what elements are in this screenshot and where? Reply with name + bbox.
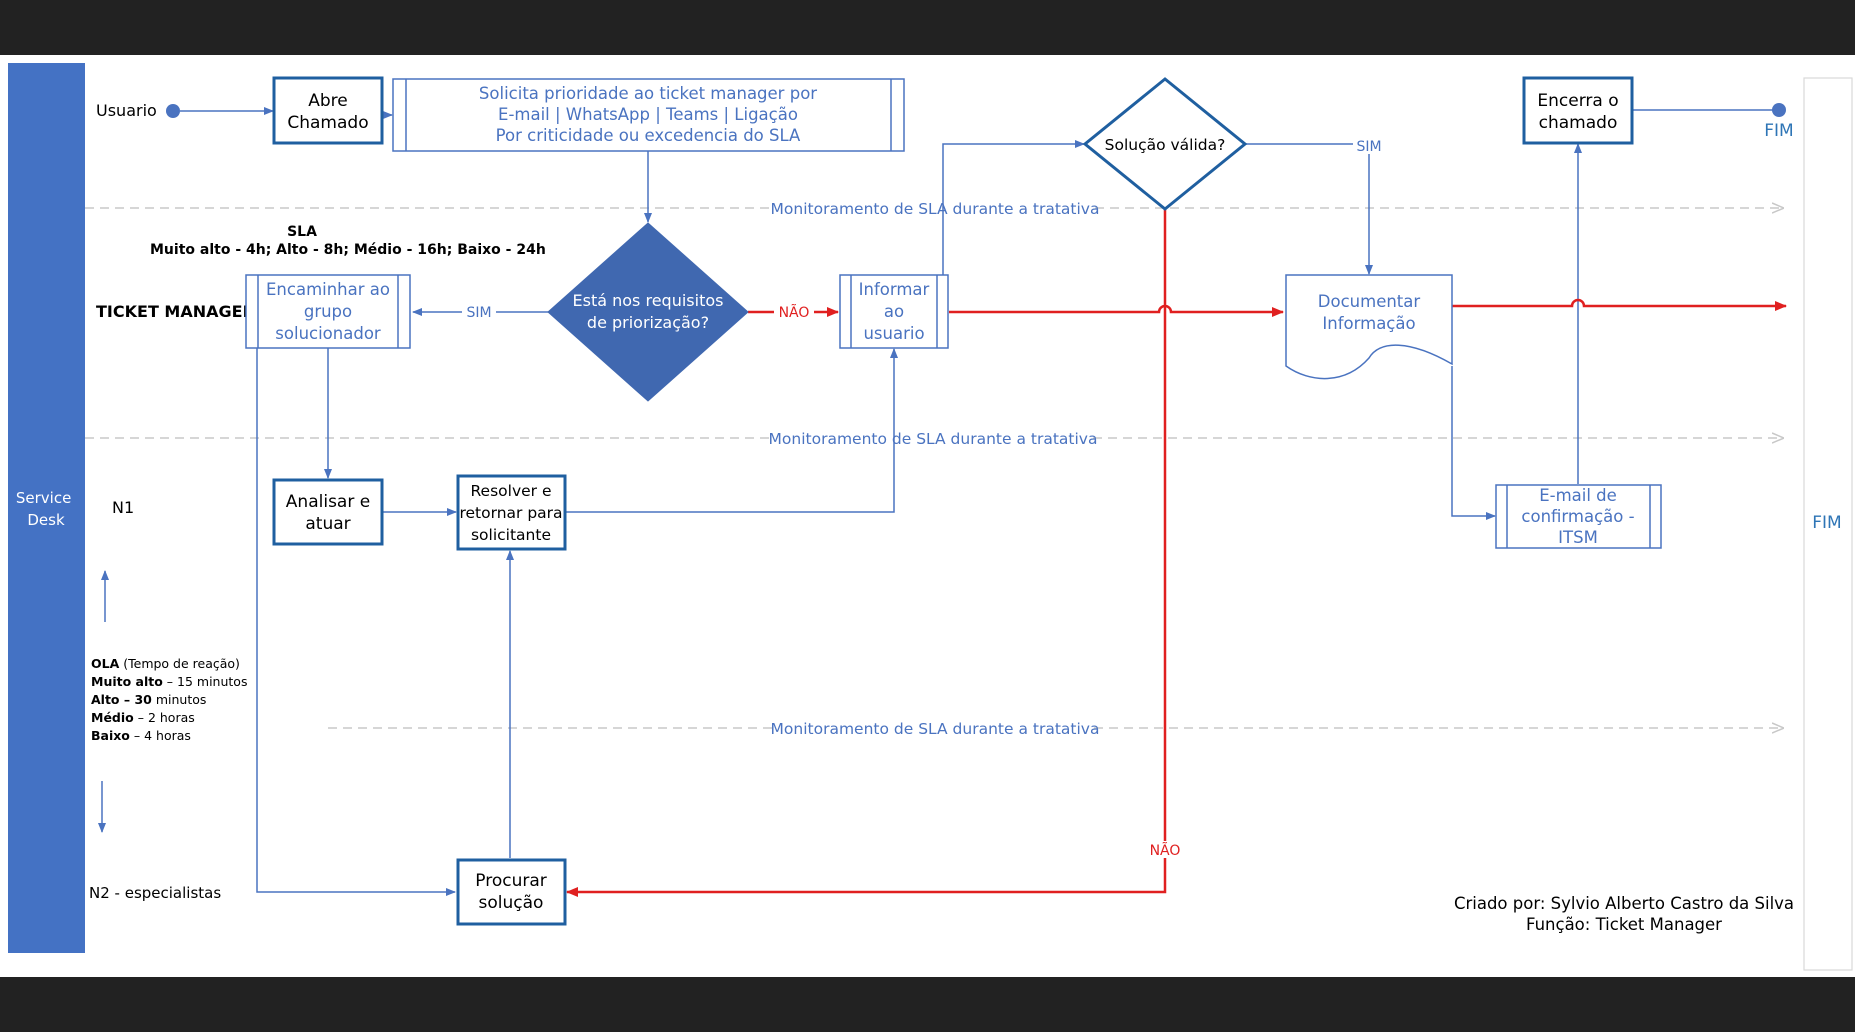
ola-line-1: OLA (Tempo de reação) (91, 656, 240, 671)
monitor-label-1: Monitoramento de SLA durante a tratativa (771, 200, 1100, 218)
node-email-line-1: E-mail de (1539, 486, 1617, 505)
monitor-label-3: Monitoramento de SLA durante a tratativa (771, 720, 1100, 738)
node-encaminhar-line-3: solucionador (275, 324, 381, 343)
node-analisar-line-1: Analisar e (286, 492, 370, 512)
credits-line-2: Função: Ticket Manager (1526, 915, 1722, 934)
fim-label-lane: FIM (1812, 513, 1841, 533)
node-analisar[interactable]: Analisar e atuar (272, 478, 384, 546)
node-email-confirmacao[interactable]: E-mail de confirmação - ITSM (1495, 484, 1662, 549)
edge-encaminhar-procurar (256, 348, 456, 896)
top-bar (0, 0, 1855, 55)
node-procurar[interactable]: Procurar solução (456, 858, 567, 926)
monitor-line-3: Monitoramento de SLA durante a tratativa (328, 720, 1783, 738)
edge-resolver-informar (565, 348, 898, 513)
service-desk-bar (8, 63, 85, 953)
start-dot (166, 104, 180, 118)
node-solicita-line-3: Por criticidade ou excedencia do SLA (496, 126, 801, 145)
node-solicita-line-2: E-mail | WhatsApp | Teams | Ligação (498, 105, 798, 124)
node-solicita-line-1: Solicita prioridade ao ticket manager po… (479, 84, 817, 103)
fim-lane-box (1803, 77, 1853, 971)
node-encerra-line-2: chamado (1539, 113, 1618, 133)
node-encaminhar[interactable]: Encaminhar ao grupo solucionador (245, 274, 411, 349)
sla-values: Muito alto - 4h; Alto - 8h; Médio - 16h;… (150, 242, 546, 258)
label-sim-encaminhar: SIM (466, 305, 491, 321)
edge-informar-solucao (942, 140, 1085, 275)
lane-n2-label: N2 - especialistas (89, 884, 221, 902)
node-abre-chamado-line-1: Abre (308, 91, 348, 111)
ola-line-4: Médio – 2 horas (91, 710, 195, 725)
monitor-line-1: Monitoramento de SLA durante a tratativa (85, 200, 1783, 218)
lane-usuario-label: Usuario (96, 101, 157, 120)
label-sim-documentar: SIM (1356, 139, 1381, 155)
node-informar[interactable]: Informar ao usuario (839, 274, 949, 349)
label-nao-procurar: NÃO (1150, 842, 1181, 859)
node-encerra[interactable]: Encerra o chamado (1522, 76, 1634, 145)
decision-requisitos[interactable]: Está nos requisitos de priorização? (547, 222, 749, 402)
decision-requisitos-line-1: Está nos requisitos (573, 291, 724, 310)
ola-line-5: Baixo – 4 horas (91, 728, 191, 743)
ola-line-3: Alto – 30 minutos (91, 692, 206, 707)
fim-label-top: FIM (1764, 121, 1793, 141)
node-informar-line-1: Informar (859, 280, 930, 299)
node-documentar-line-2: Informação (1322, 314, 1415, 333)
monitor-line-2: Monitoramento de SLA durante a tratativa (85, 430, 1783, 448)
node-informar-line-3: usuario (863, 324, 924, 343)
node-encerra-line-1: Encerra o (1537, 91, 1618, 111)
node-procurar-line-2: solução (479, 893, 544, 913)
node-email-line-2: confirmação - (1521, 507, 1634, 526)
end-dot (1772, 103, 1786, 117)
edge-solucao-procurar (566, 208, 1167, 897)
edge-documentar-email (1451, 366, 1496, 520)
node-email-line-3: ITSM (1558, 528, 1598, 547)
node-resolver-line-3: solicitante (471, 526, 551, 544)
node-documentar-line-1: Documentar (1318, 292, 1421, 311)
node-abre-chamado[interactable]: Abre Chamado (272, 76, 384, 145)
monitor-label-2: Monitoramento de SLA durante a tratativa (769, 430, 1098, 448)
node-resolver[interactable]: Resolver e retornar para solicitante (456, 474, 567, 551)
label-nao-informar: NÃO (779, 304, 810, 321)
decision-solucao-valida[interactable]: Solução válida? (1082, 77, 1248, 211)
lane-ticket-manager-label: TICKET MANAGER (96, 302, 255, 321)
node-documentar[interactable]: Documentar Informação (1285, 274, 1453, 380)
node-abre-chamado-line-2: Chamado (287, 113, 368, 133)
node-informar-line-2: ao (884, 302, 904, 321)
node-analisar-line-2: atuar (305, 514, 350, 534)
node-encaminhar-line-2: grupo (304, 302, 352, 321)
node-encaminhar-line-1: Encaminhar ao (266, 280, 390, 299)
node-solicita-prioridade[interactable]: Solicita prioridade ao ticket manager po… (392, 78, 905, 152)
credits-line-1: Criado por: Sylvio Alberto Castro da Sil… (1454, 894, 1794, 913)
lane-n1-label: N1 (112, 498, 134, 517)
ola-block: OLA (Tempo de reação) Muito alto – 15 mi… (91, 656, 247, 743)
bottom-bar (0, 977, 1855, 1032)
decision-requisitos-line-2: de priorização? (587, 313, 709, 332)
edge-documentar-out (1452, 298, 1787, 311)
node-resolver-line-2: retornar para (459, 504, 562, 522)
node-resolver-line-1: Resolver e (470, 482, 551, 500)
decision-solucao-label: Solução válida? (1105, 136, 1226, 154)
node-procurar-line-1: Procurar (475, 871, 547, 891)
ola-line-2: Muito alto – 15 minutos (91, 674, 247, 689)
service-desk-label: Service Desk (16, 489, 76, 529)
sla-title: SLA (287, 224, 317, 240)
